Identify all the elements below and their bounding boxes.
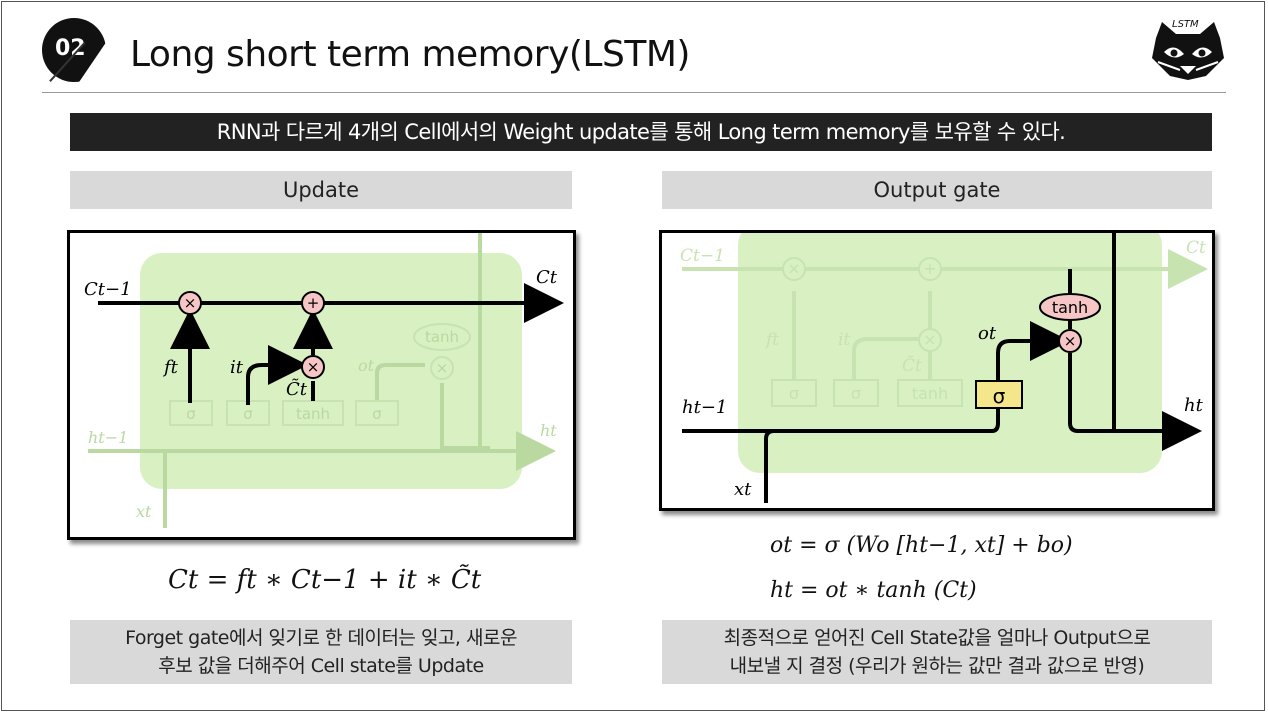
- faded-times-2: ×: [923, 330, 936, 349]
- update-caption: Forget gate에서 잊기로 한 데이터는 잊고, 새로운 후보 값을 더…: [70, 620, 572, 684]
- h-next-label: ht: [1184, 395, 1204, 416]
- c-tilde-label: C̃t: [286, 378, 308, 400]
- update-heading: Update: [70, 171, 572, 209]
- cell-add-node: [301, 291, 325, 315]
- faded-o-label: ot: [358, 356, 375, 375]
- input-multiply-node: [301, 355, 325, 379]
- output-gate-caption: 최종적으로 얻어진 Cell State값을 얼마나 Output으로 내보낼 …: [662, 620, 1212, 684]
- raccoon-logo-icon: [1152, 22, 1224, 80]
- hidden-state-equation: ht = ot ∗ tanh (Ct): [770, 578, 977, 603]
- cell-body: [140, 253, 522, 489]
- c-prev-label: Ct−1: [84, 279, 132, 300]
- x-label: xt: [734, 479, 752, 500]
- output-times-glyph: ×: [1064, 332, 1077, 350]
- faded-sigma-3: σ: [372, 405, 382, 423]
- faded-tanh-1: tanh: [296, 405, 330, 423]
- faded-sigma-1: σ: [789, 384, 799, 403]
- faded-tanh-2: tanh: [425, 328, 459, 346]
- update-diagram: σ σ tanh σ tanh × ot ht−1 ht xt ×: [67, 230, 576, 540]
- faded-times-1: ×: [787, 259, 800, 278]
- faded-sigma-2: σ: [243, 405, 253, 423]
- update-caption-line-1: Forget gate에서 잊기로 한 데이터는 잊고, 새로운: [125, 627, 517, 649]
- faded-c-prev-label: Ct−1: [680, 246, 725, 266]
- output-caption-line-1: 최종적으로 얻어진 Cell State값을 얼마나 Output으로: [723, 627, 1151, 649]
- faded-x-label: xt: [136, 502, 152, 521]
- output-caption-line-2: 내보낼 지 결정 (우리가 원하는 값만 결과 값으로 반영): [729, 655, 1145, 677]
- output-multiply-node: [1058, 329, 1082, 353]
- h-prev-label: ht−1: [682, 397, 727, 418]
- input-times-glyph: ×: [307, 358, 320, 376]
- cell-body: [738, 233, 1162, 473]
- faded-f-label: ft: [764, 330, 779, 350]
- faded-i-label: it: [838, 330, 850, 350]
- tanh-node: [1039, 293, 1101, 321]
- output-sigma-glyph: σ: [993, 384, 1006, 408]
- faded-c-next-label: Ct: [1186, 238, 1206, 258]
- faded-sigma-2: σ: [851, 384, 861, 403]
- update-caption-line-2: 후보 값을 더해주어 Cell state를 Update: [158, 655, 484, 677]
- faded-plus: +: [923, 259, 936, 278]
- summary-banner: RNN과 다르게 4개의 Cell에서의 Weight update를 통해 L…: [70, 113, 1212, 151]
- faded-h-next-label: ht: [540, 421, 557, 440]
- output-sigma-box: [975, 380, 1023, 409]
- faded-tanh: tanh: [912, 384, 948, 403]
- f-label: ft: [162, 357, 179, 378]
- faded-c-tilde-label: C̃t: [902, 356, 922, 376]
- header-rule: [42, 92, 1226, 93]
- o-label: ot: [978, 323, 997, 344]
- faded-h-prev-label: ht−1: [88, 428, 128, 447]
- faded-times: ×: [436, 359, 449, 377]
- logo-label: LSTM: [1172, 19, 1199, 30]
- output-equation: ot = σ (Wo [ht−1, xt] + bo): [770, 533, 1073, 558]
- page-title: Long short term memory(LSTM): [130, 34, 690, 75]
- c-next-label: Ct: [536, 267, 558, 288]
- update-equation: Ct = ft ∗ Ct−1 + it ∗ C̃t: [168, 565, 482, 595]
- i-label: it: [230, 357, 244, 378]
- tanh-glyph: tanh: [1052, 298, 1088, 317]
- output-gate-diagram: σ σ tanh × + × Ct−1 Ct ft it C̃t σ: [659, 230, 1215, 511]
- cell-plus-glyph: +: [307, 294, 320, 312]
- forget-times-glyph: ×: [184, 294, 197, 312]
- output-gate-heading: Output gate: [662, 171, 1212, 209]
- forget-multiply-node: [178, 291, 202, 315]
- faded-sigma-1: σ: [186, 405, 196, 423]
